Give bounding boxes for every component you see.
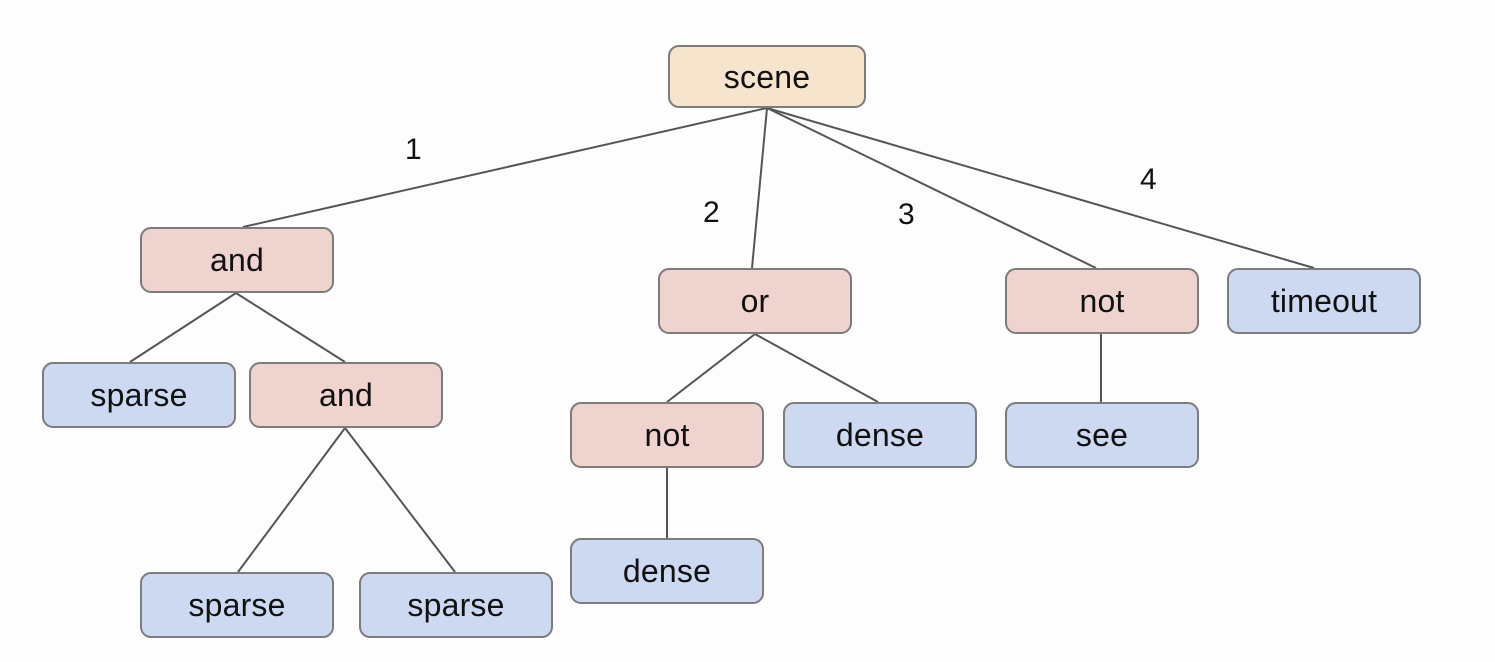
edge-label-3: 3 (898, 198, 915, 231)
edge-label-2: 2 (703, 196, 720, 229)
tree-node-not2[interactable]: not (1005, 268, 1199, 334)
tree-node-timeout1[interactable]: timeout (1227, 268, 1421, 334)
tree-node-scene[interactable]: scene (668, 45, 866, 108)
edge-label-1: 1 (405, 133, 422, 166)
tree-edge-or1-to-dense1 (754, 333, 879, 403)
tree-edge-scene-to-and1 (242, 107, 768, 228)
tree-node-not1[interactable]: not (570, 402, 764, 468)
tree-edge-scene-to-timeout1 (766, 107, 1315, 269)
tree-node-or1[interactable]: or (658, 268, 852, 334)
tree-edge-and2-to-sparse3 (344, 427, 456, 573)
tree-edge-and1-to-sparse1 (129, 292, 237, 363)
tree-node-see1[interactable]: see (1005, 402, 1199, 468)
tree-node-dense1[interactable]: dense (783, 402, 977, 468)
edge-label-4: 4 (1140, 163, 1157, 196)
tree-node-and2[interactable]: and (249, 362, 443, 428)
tree-edge-scene-to-or1 (751, 107, 768, 269)
tree-node-dense2[interactable]: dense (570, 538, 764, 604)
tree-edge-and2-to-sparse2 (237, 427, 346, 573)
tree-node-and1[interactable]: and (140, 227, 334, 293)
tree-node-sparse1[interactable]: sparse (42, 362, 236, 428)
tree-edge-or1-to-not1 (666, 333, 756, 403)
tree-edge-scene-to-not2 (766, 107, 1097, 269)
tree-edge-and1-to-and2 (235, 292, 346, 363)
tree-node-sparse2[interactable]: sparse (140, 572, 334, 638)
tree-node-sparse3[interactable]: sparse (359, 572, 553, 638)
